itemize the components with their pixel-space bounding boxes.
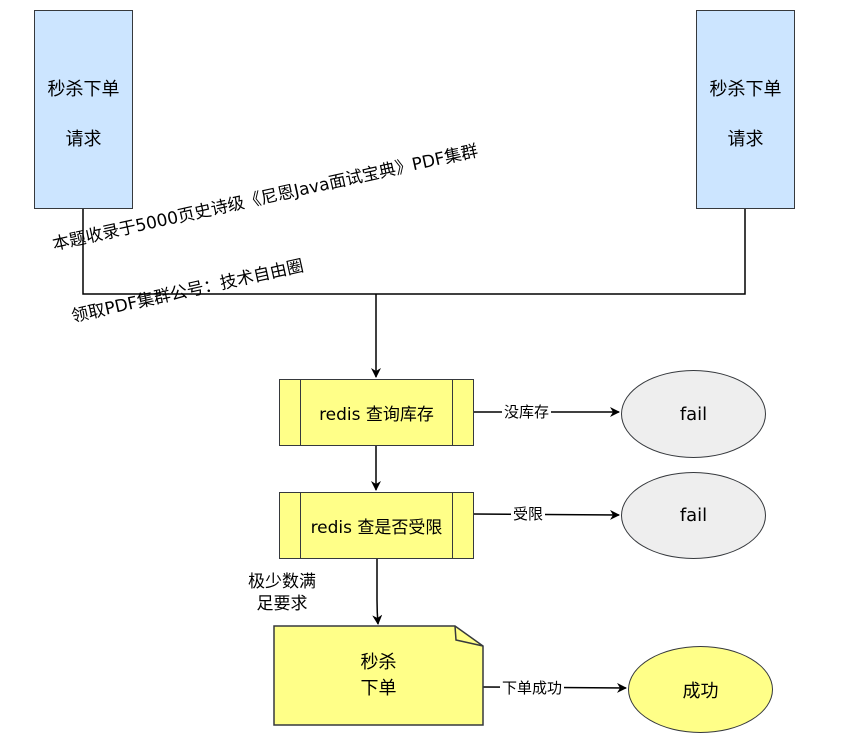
redis-stock-box: redis 查询库存 <box>279 379 474 446</box>
request-right-line1: 秒杀下单 <box>709 79 782 100</box>
seckill-order-fold <box>454 625 484 647</box>
seckill-order-shape <box>273 625 484 726</box>
fail-ellipse-2: fail <box>621 472 766 559</box>
edge-label-order-success: 下单成功 <box>500 679 565 697</box>
edge-label-limited: 受限 <box>511 505 546 523</box>
process-bar-right <box>452 380 453 445</box>
redis-limit-box: redis 查是否受限 <box>279 492 474 559</box>
seckill-order-line1: 秒杀 <box>360 652 397 673</box>
redis-limit-label: redis 查是否受限 <box>310 518 443 538</box>
success-label: 成功 <box>682 680 719 702</box>
arrow-limited <box>472 509 620 520</box>
fail-label-1: fail <box>679 403 708 425</box>
arrow-to-seckill-order <box>372 558 383 625</box>
connector-right-request <box>376 208 746 295</box>
fail-ellipse-1: fail <box>621 370 766 458</box>
redis-stock-label: redis 查询库存 <box>319 405 434 425</box>
process-bar-left <box>300 493 301 558</box>
few-pass-line2: 足要求 <box>256 594 308 614</box>
request-right-box: 秒杀下单 请求 <box>696 10 795 209</box>
request-left-line2: 请求 <box>65 129 102 150</box>
few-pass-note: 极少数满 足要求 <box>232 571 332 615</box>
success-ellipse: 成功 <box>628 646 773 733</box>
seckill-order-line2: 下单 <box>360 678 397 699</box>
connector-left-request <box>82 208 376 295</box>
request-right-line2: 请求 <box>727 129 764 150</box>
seckill-order-label: 秒杀 下单 <box>274 650 483 702</box>
process-bar-left <box>300 380 301 445</box>
request-left-line1: 秒杀下单 <box>47 79 120 100</box>
edge-label-no-stock: 没库存 <box>502 403 552 421</box>
request-left-box: 秒杀下单 请求 <box>34 10 133 209</box>
fail-label-2: fail <box>679 505 708 526</box>
process-bar-right <box>452 493 453 558</box>
few-pass-line1: 极少数满 <box>248 572 316 592</box>
